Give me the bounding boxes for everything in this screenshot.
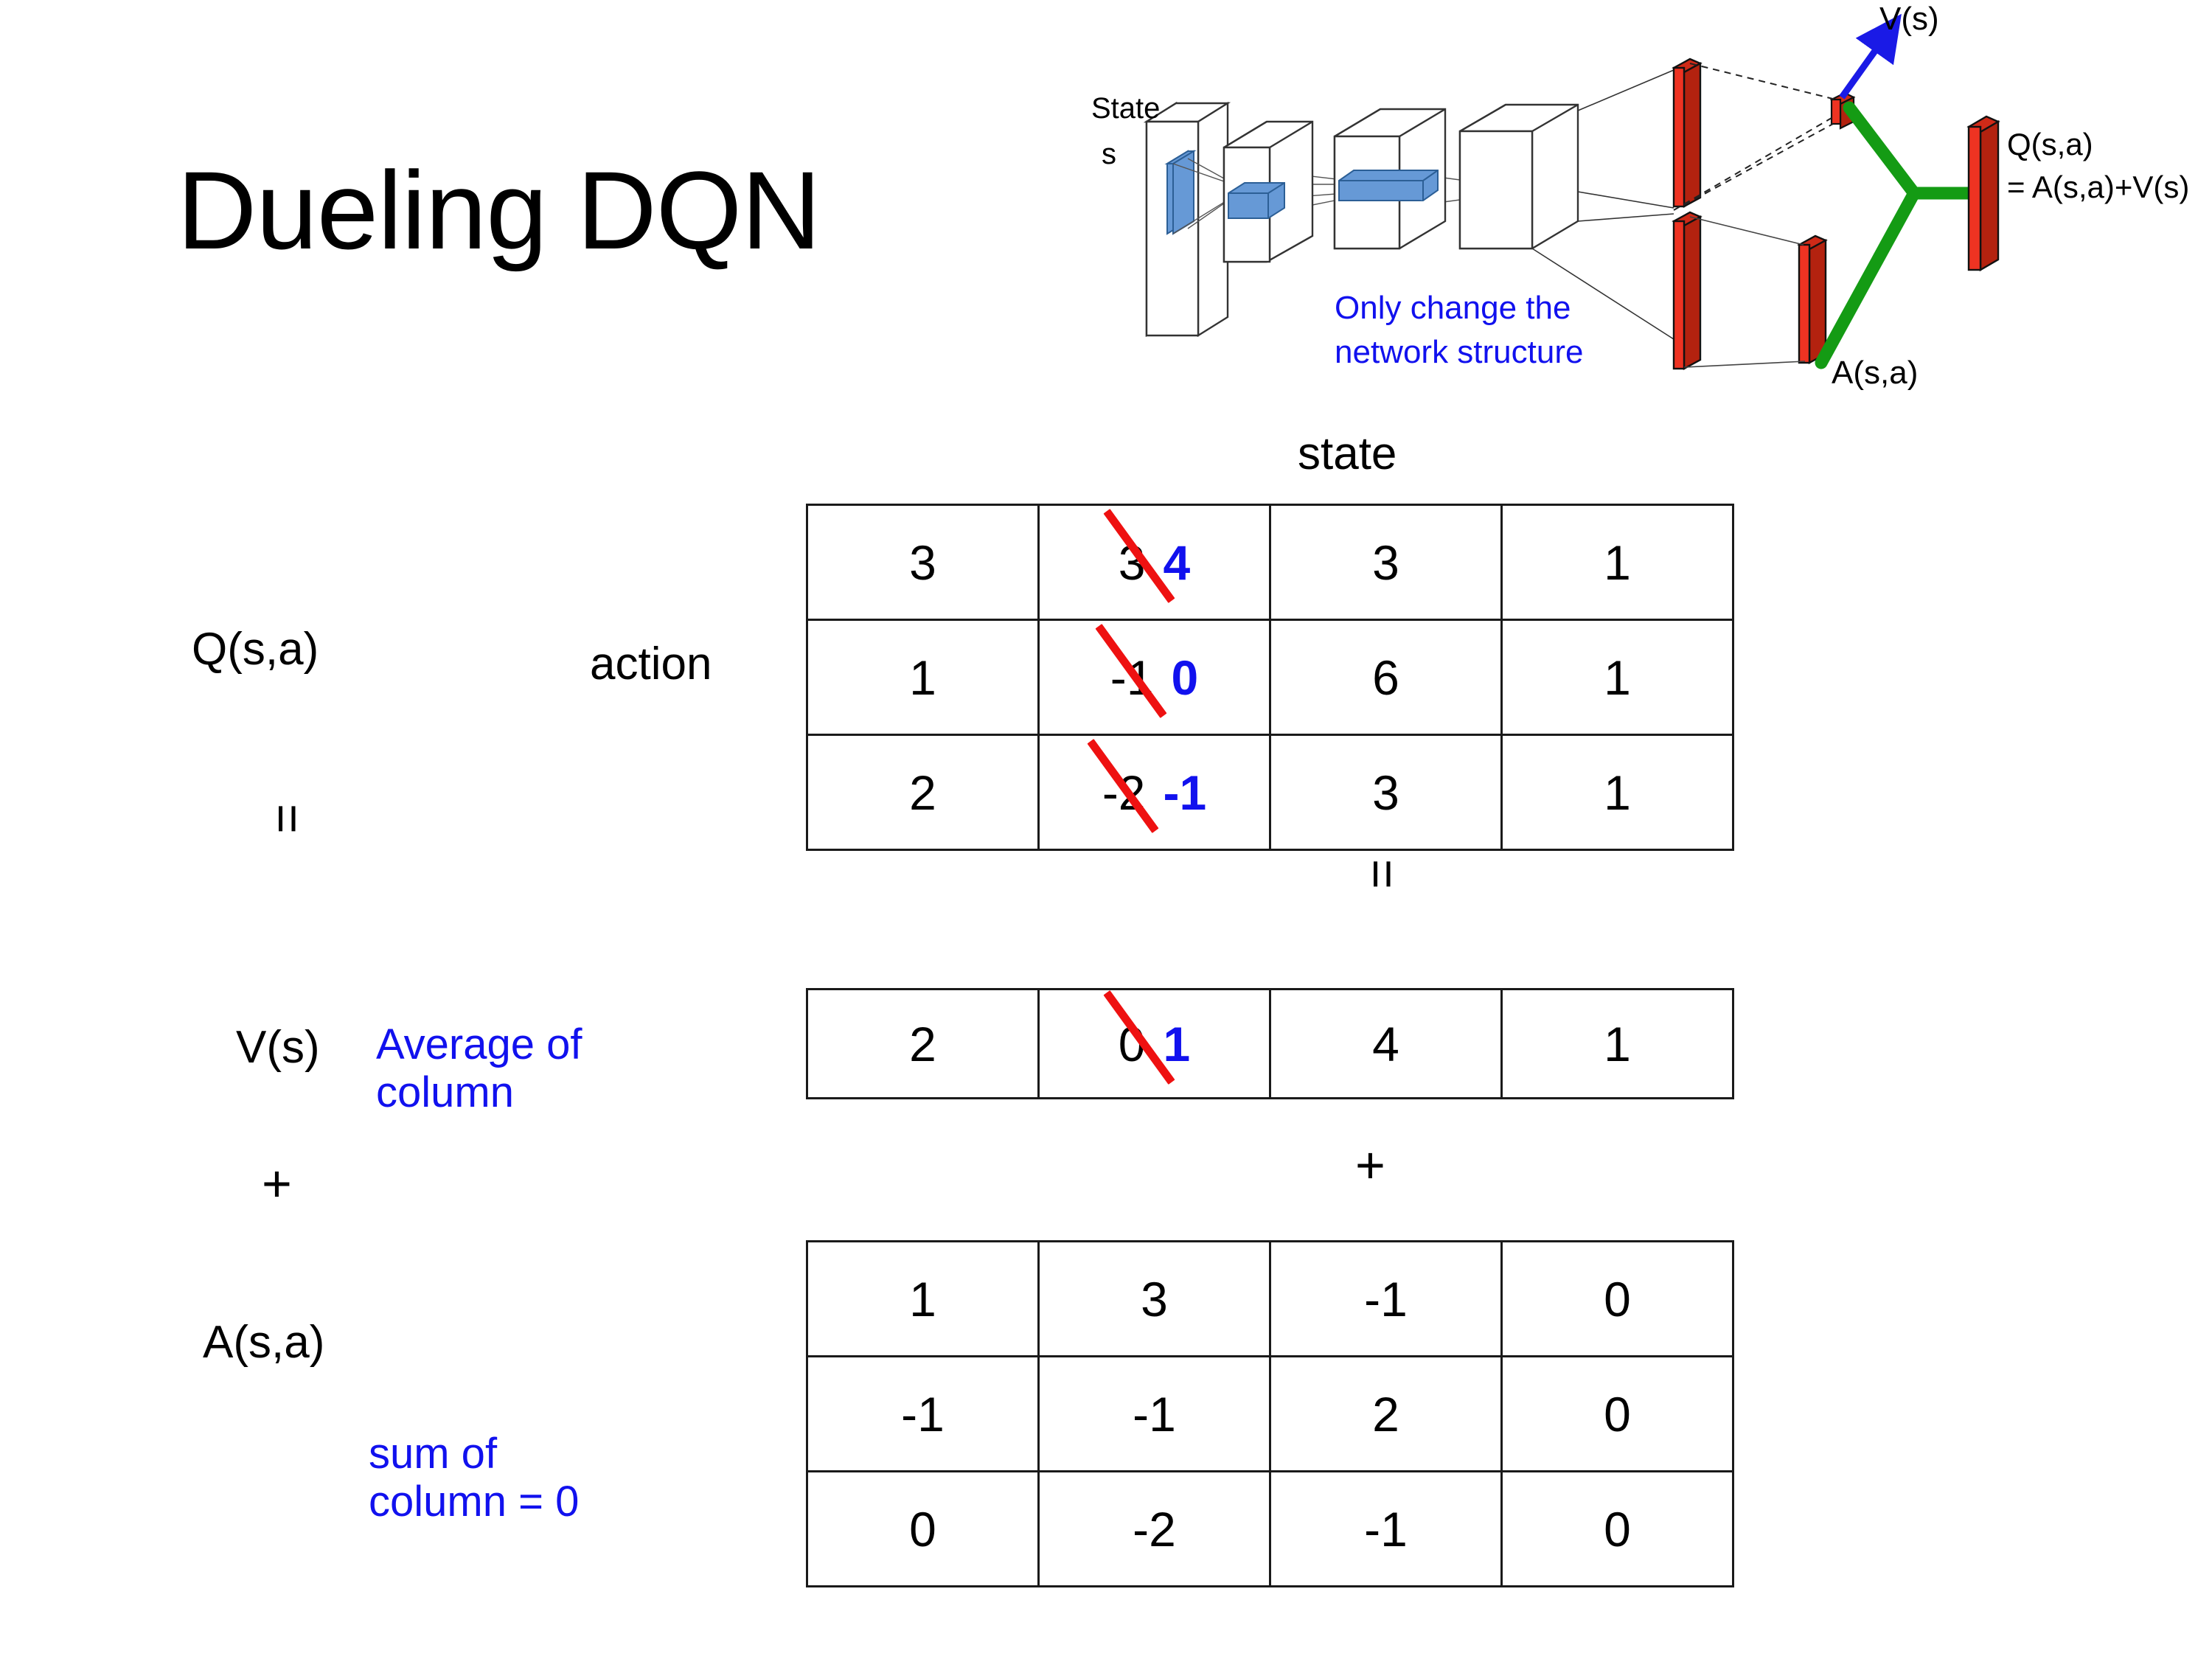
plus-sign-left: + bbox=[262, 1155, 292, 1212]
a-cell-r1c2[interactable]: 2 bbox=[1269, 1355, 1503, 1472]
plus-sign-between-tables: + bbox=[1355, 1136, 1385, 1194]
cell-value: 1 bbox=[1604, 650, 1631, 705]
cell-value: 1 bbox=[1604, 535, 1631, 590]
cell-value: 0 bbox=[1604, 1501, 1631, 1557]
table-row: 1 3 -1 0 bbox=[806, 1240, 1734, 1357]
v-cell-r0c0[interactable]: 2 bbox=[806, 988, 1040, 1099]
action-axis-label: action bbox=[590, 639, 712, 689]
q-cell-r2c2[interactable]: 3 bbox=[1269, 734, 1503, 851]
diagram-annotation-line2: network structure bbox=[1335, 334, 1583, 370]
q-cell-r0c3[interactable]: 1 bbox=[1500, 504, 1734, 621]
cell-value: 1 bbox=[1604, 1016, 1631, 1071]
v-function-label: V(s) bbox=[236, 1022, 320, 1073]
cell-value: 6 bbox=[1372, 650, 1399, 705]
cell-value: 0 bbox=[1604, 1271, 1631, 1326]
old-value-text: 0 bbox=[1118, 1016, 1146, 1071]
struck-old-value: -1 bbox=[1095, 623, 1167, 718]
q-value-table: 3 3 4 3 1 1 -1 0 6 1 2 bbox=[806, 504, 1734, 851]
cell-value: 2 bbox=[1372, 1386, 1399, 1441]
table-row: 3 3 4 3 1 bbox=[806, 504, 1734, 621]
v-cell-r0c2[interactable]: 4 bbox=[1269, 988, 1503, 1099]
cell-value: -2 bbox=[1133, 1501, 1176, 1557]
corrected-new-value: 1 bbox=[1163, 1016, 1191, 1071]
q-function-label: Q(s,a) bbox=[192, 624, 319, 675]
cell-value: 3 bbox=[1141, 1271, 1168, 1326]
state-axis-label: state bbox=[1298, 428, 1397, 479]
a-cell-r1c0[interactable]: -1 bbox=[806, 1355, 1040, 1472]
q-cell-r2c0[interactable]: 2 bbox=[806, 734, 1040, 851]
struck-old-value: 3 bbox=[1103, 508, 1175, 603]
a-cell-r2c3[interactable]: 0 bbox=[1500, 1470, 1734, 1587]
q-cell-r2c3[interactable]: 1 bbox=[1500, 734, 1734, 851]
diagram-output-label-line2: = A(s,a)+V(s) bbox=[2007, 170, 2189, 204]
table-row: 1 -1 0 6 1 bbox=[806, 619, 1734, 736]
diagram-input-label-line1: State bbox=[1091, 92, 1160, 125]
average-of-column-note: Average of column bbox=[376, 1020, 582, 1117]
old-value-text: -1 bbox=[1110, 650, 1154, 705]
q-cell-r0c1[interactable]: 3 4 bbox=[1037, 504, 1271, 621]
diagram-value-stream-label: V(s) bbox=[1879, 1, 1939, 37]
page-title: Dueling DQN bbox=[177, 148, 821, 272]
cell-value: 3 bbox=[1372, 765, 1399, 820]
cell-value: 1 bbox=[909, 1271, 936, 1326]
a-cell-r0c2[interactable]: -1 bbox=[1269, 1240, 1503, 1357]
v-cell-r0c1[interactable]: 0 1 bbox=[1037, 988, 1271, 1099]
table-row: 2 -2 -1 3 1 bbox=[806, 734, 1734, 851]
cell-value: 4 bbox=[1372, 1016, 1399, 1071]
diagram-advantage-stream-label: A(s,a) bbox=[1832, 355, 1918, 391]
diagram-output-label-line1: Q(s,a) bbox=[2007, 127, 2093, 161]
v-value-table: 2 0 1 4 1 bbox=[806, 988, 1734, 1099]
equals-sign-between-tables: = bbox=[1354, 859, 1412, 889]
cell-value: 2 bbox=[909, 1016, 936, 1071]
struck-old-value: 0 bbox=[1103, 990, 1175, 1085]
a-cell-r2c1[interactable]: -2 bbox=[1037, 1470, 1271, 1587]
average-note-line2: column bbox=[376, 1068, 514, 1116]
corrected-new-value: 4 bbox=[1163, 535, 1191, 590]
cell-value: 1 bbox=[1604, 765, 1631, 820]
old-value-text: -2 bbox=[1102, 765, 1146, 820]
average-note-line1: Average of bbox=[376, 1020, 582, 1068]
cell-value: 2 bbox=[909, 765, 936, 820]
corrected-new-value: -1 bbox=[1163, 765, 1207, 820]
q-cell-r1c1[interactable]: -1 0 bbox=[1037, 619, 1271, 736]
table-row: 2 0 1 4 1 bbox=[806, 988, 1734, 1099]
a-cell-r1c3[interactable]: 0 bbox=[1500, 1355, 1734, 1472]
a-cell-r0c1[interactable]: 3 bbox=[1037, 1240, 1271, 1357]
sum-of-column-note: sum of column = 0 bbox=[369, 1430, 579, 1526]
old-value-text: 3 bbox=[1118, 535, 1146, 590]
cell-value: -1 bbox=[1364, 1271, 1408, 1326]
struck-old-value: -2 bbox=[1087, 738, 1159, 833]
cell-value: -1 bbox=[1133, 1386, 1176, 1441]
q-cell-r1c0[interactable]: 1 bbox=[806, 619, 1040, 736]
diagram-input-label-line2: s bbox=[1102, 138, 1116, 170]
sum-note-line2: column = 0 bbox=[369, 1477, 580, 1526]
q-cell-r0c0[interactable]: 3 bbox=[806, 504, 1040, 621]
a-value-table: 1 3 -1 0 -1 -1 2 0 0 -2 -1 0 bbox=[806, 1240, 1734, 1587]
q-cell-r2c1[interactable]: -2 -1 bbox=[1037, 734, 1271, 851]
cell-value: -1 bbox=[1364, 1501, 1408, 1557]
cell-value: -1 bbox=[901, 1386, 945, 1441]
cell-value: 3 bbox=[1372, 535, 1399, 590]
q-cell-r1c3[interactable]: 1 bbox=[1500, 619, 1734, 736]
table-row: -1 -1 2 0 bbox=[806, 1355, 1734, 1472]
equals-sign-left: = bbox=[259, 804, 317, 834]
cell-value: 0 bbox=[1604, 1386, 1631, 1441]
diagram-annotation-line1: Only change the bbox=[1335, 290, 1571, 326]
sum-note-line1: sum of bbox=[369, 1430, 498, 1478]
a-cell-r0c3[interactable]: 0 bbox=[1500, 1240, 1734, 1357]
a-cell-r0c0[interactable]: 1 bbox=[806, 1240, 1040, 1357]
table-row: 0 -2 -1 0 bbox=[806, 1470, 1734, 1587]
q-cell-r0c2[interactable]: 3 bbox=[1269, 504, 1503, 621]
dueling-network-diagram: State s V(s) A(s,a) Q(s,a) = A(s,a)+V(s)… bbox=[1091, 0, 2212, 413]
cell-value: 0 bbox=[909, 1501, 936, 1557]
a-cell-r2c0[interactable]: 0 bbox=[806, 1470, 1040, 1587]
a-cell-r1c1[interactable]: -1 bbox=[1037, 1355, 1271, 1472]
cell-value: 3 bbox=[909, 535, 936, 590]
cell-value: 1 bbox=[909, 650, 936, 705]
a-cell-r2c2[interactable]: -1 bbox=[1269, 1470, 1503, 1587]
q-cell-r1c2[interactable]: 6 bbox=[1269, 619, 1503, 736]
a-function-label: A(s,a) bbox=[203, 1317, 325, 1368]
v-cell-r0c3[interactable]: 1 bbox=[1500, 988, 1734, 1099]
corrected-new-value: 0 bbox=[1171, 650, 1199, 705]
